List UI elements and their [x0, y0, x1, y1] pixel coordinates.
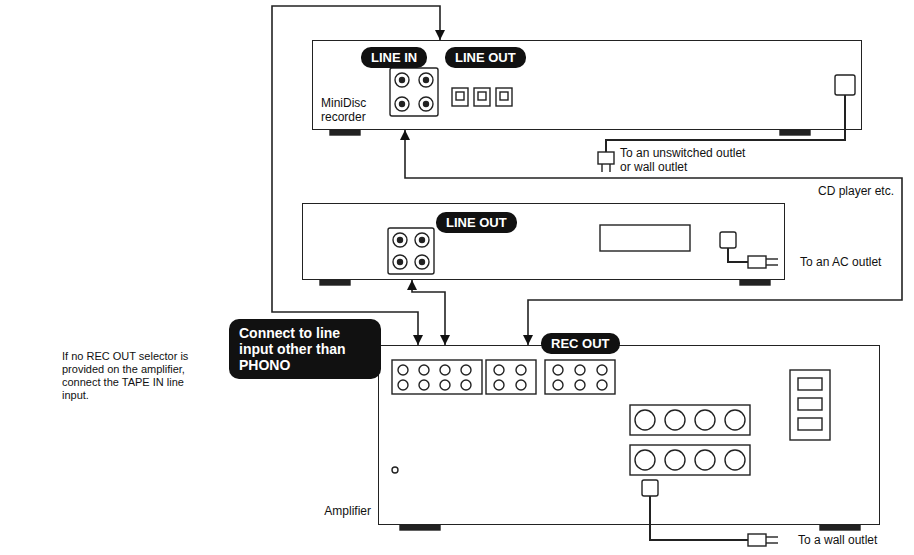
callout-pill: Connect to line input other than PHONO — [229, 319, 381, 379]
callout-text: Connect to line input other than PHONO — [239, 325, 371, 373]
callout-text: LINE OUT — [455, 50, 516, 65]
device-box: AmplifierConnect to line input other tha… — [378, 345, 880, 525]
note-label: To an AC outlet — [800, 255, 881, 269]
callout-text: REC OUT — [551, 336, 610, 351]
device-label: Amplifier — [324, 504, 371, 518]
cable-connector — [405, 130, 902, 345]
callout-pill: LINE IN — [361, 47, 427, 68]
callout-text: LINE OUT — [446, 215, 507, 230]
cable-connector — [272, 6, 440, 345]
callout-pill: REC OUT — [541, 333, 620, 354]
device-box: CD player etc.LINE OUT — [302, 203, 785, 280]
note-label: To a wall outlet — [798, 533, 877, 547]
callout-text: LINE IN — [371, 50, 417, 65]
callout-pill: LINE OUT — [436, 212, 517, 233]
device-label: MiniDisc recorder — [321, 96, 401, 124]
cable-connector — [412, 280, 445, 345]
note-label: If no REC OUT selector is provided on th… — [62, 350, 207, 402]
callout-pill: LINE OUT — [445, 47, 526, 68]
device-box: MiniDisc recorder LINE IN LINE OUT — [312, 40, 862, 130]
note-label: To an unswitched outlet or wall outlet — [620, 146, 754, 174]
device-label: CD player etc. — [818, 184, 894, 198]
